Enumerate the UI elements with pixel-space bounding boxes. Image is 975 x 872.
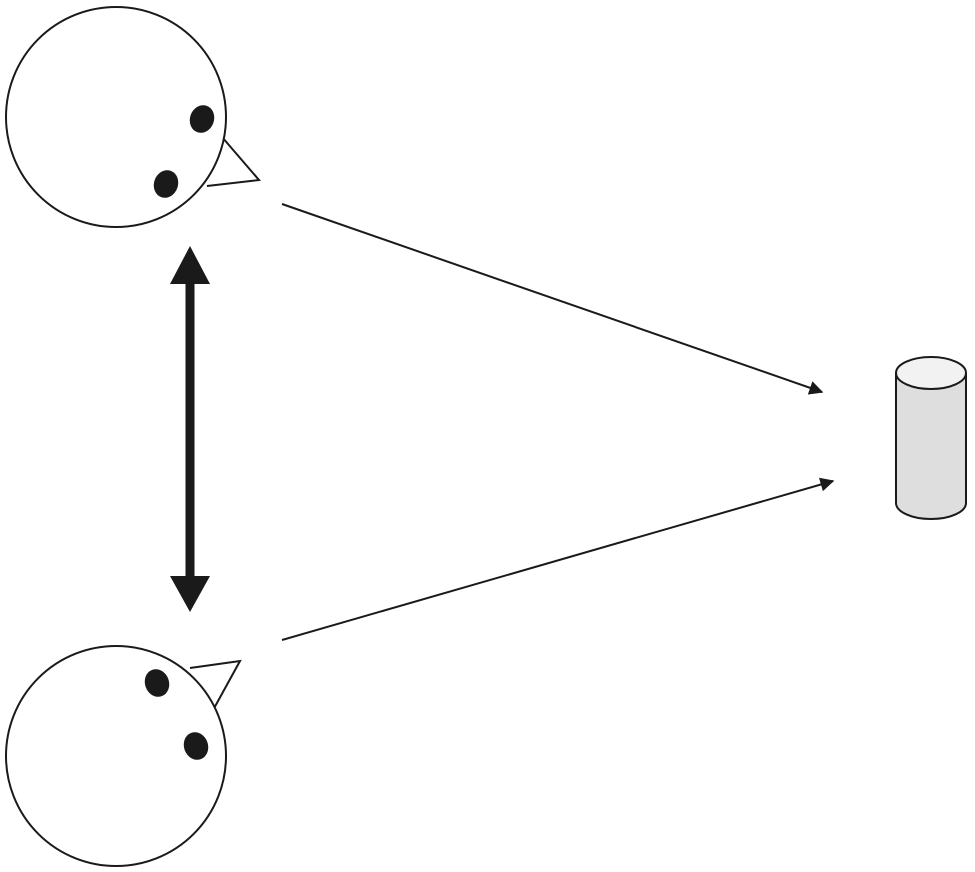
object-cylinder-top — [895, 356, 967, 390]
gaze-arrow-top — [281, 203, 824, 395]
agent-top-eye-upper — [189, 105, 215, 133]
mutual-attention-head-down — [170, 576, 210, 612]
agent-bottom-head — [5, 645, 242, 867]
mutual-attention-head-up — [170, 246, 210, 284]
agent-bottom-nose — [189, 659, 242, 713]
agent-top-head — [5, 6, 261, 228]
gaze-arrow-bottom — [281, 477, 835, 641]
agent-bottom-eye-lower — [183, 732, 209, 760]
mutual-attention-arrow — [170, 246, 210, 612]
agent-top-eye-lower — [153, 170, 179, 198]
object-cylinder — [895, 356, 967, 520]
object-cylinder-body — [895, 373, 967, 520]
agent-bottom-face — [5, 645, 227, 867]
agent-bottom-eye-upper — [144, 669, 170, 697]
